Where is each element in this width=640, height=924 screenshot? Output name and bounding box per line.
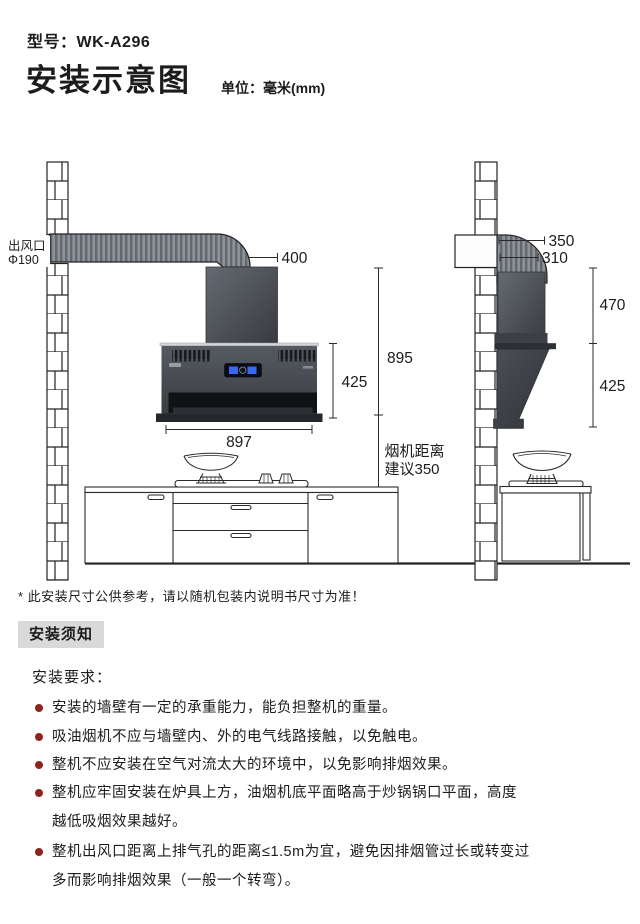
- hood-brand-logo: [169, 363, 181, 367]
- dim-total-height: 895: [387, 350, 413, 367]
- drawer-divider-lines: [172, 492, 309, 563]
- hood-vent-left: [172, 350, 211, 362]
- chimney-front: [205, 266, 278, 344]
- range-hood-side: [493, 333, 556, 429]
- duct-wall-passage: [454, 234, 499, 269]
- notice-title: 安装须知: [28, 626, 93, 643]
- door-handle: [147, 494, 165, 501]
- table-top: [499, 485, 592, 494]
- right-brick-wall: [474, 161, 498, 581]
- hood-side-lip: [494, 343, 556, 350]
- kitchen-cabinet: [84, 479, 399, 564]
- requirement-item: 安装的墙壁有一定的承重能力，能负担整机的重量。: [30, 694, 530, 723]
- exhaust-duct: [49, 233, 251, 268]
- display-digits-right: [247, 366, 257, 374]
- opening-inner-panel: [173, 407, 313, 413]
- front-dim-lines: [165, 267, 383, 487]
- countertop: [84, 486, 399, 494]
- page-title: 安装示意图: [26, 63, 191, 98]
- table-leg: [582, 492, 591, 561]
- unit-label: 单位：毫米(mm): [221, 80, 326, 96]
- hood-vent-right: [278, 350, 317, 362]
- requirement-text: 吸油烟机不应与墙壁内、外的电气线路接触，以免触电。: [52, 729, 427, 745]
- bullet-dot: [35, 789, 43, 797]
- requirements-label: 安装要求：: [32, 669, 113, 686]
- dim-duct-350: 350: [549, 233, 575, 250]
- requirement-item: 吸油烟机不应与墙壁内、外的电气线路接触，以免触电。: [30, 723, 530, 752]
- requirement-item: 整机应牢固安装在炉具上方，油烟机底平面略高于炒锅锅口平面，高度越低吸烟效果越好。: [30, 779, 530, 837]
- requirement-text: 整机应牢固安装在炉具上方，油烟机底平面略高于炒锅锅口平面，高度越低吸烟效果越好。: [52, 785, 517, 830]
- gas-burner-grate: [258, 473, 294, 484]
- left-brick-wall: [46, 161, 69, 581]
- wok-side-view: [512, 450, 572, 485]
- table-body: [501, 492, 581, 562]
- bullet-dot: [35, 733, 43, 741]
- requirement-text: 安装的墙壁有一定的承重能力，能负担整机的重量。: [52, 700, 397, 716]
- chimney-side: [497, 271, 546, 344]
- requirement-text: 整机不应安装在空气对流太大的环境中，以免影响排烟效果。: [52, 757, 457, 773]
- dim-hood-height-front: 425: [342, 374, 368, 391]
- footnote: * 此安装尺寸公供参考，请以随机包装内说明书尺寸为准！: [18, 589, 366, 604]
- dim-chimney-width: 400: [282, 250, 308, 267]
- hood-side-canopy: [494, 333, 548, 344]
- requirement-item: 整机出风口距离上排气孔的距离≤1.5m为宜，避免因排烟管过长或转变过多而影响排烟…: [30, 838, 530, 896]
- wok-front-view: [183, 452, 239, 484]
- requirement-item: 整机不应安装在空气对流太大的环境中，以免影响排烟效果。: [30, 751, 530, 780]
- requirement-text: 整机出风口距离上排气孔的距离≤1.5m为宜，避免因排烟管过长或转变过多而影响排烟…: [52, 844, 530, 889]
- hood-distance-label-line2: 建议350: [385, 461, 440, 478]
- dim-chimney-height-side: 470: [600, 297, 626, 314]
- side-dim-lines: [498, 236, 597, 428]
- range-hood-front: [156, 342, 323, 422]
- drawer-handle: [230, 532, 252, 539]
- cabinet-body: [84, 491, 399, 564]
- door-handle: [316, 494, 334, 501]
- notice-title-box: 安装须知: [18, 621, 104, 648]
- duct-elbow-side: [496, 234, 548, 284]
- bullet-dot: [35, 848, 43, 856]
- model-number: 型号：WK-A296: [27, 34, 151, 51]
- dim-hood-height-side: 425: [600, 378, 626, 395]
- side-table: [499, 480, 592, 562]
- hood-top-edge: [159, 342, 319, 347]
- cooktop-base: [174, 479, 309, 488]
- outlet-label-line2: Φ190: [8, 253, 39, 267]
- display-knob: [239, 366, 247, 374]
- bullet-dot: [35, 761, 43, 769]
- drawer-handle: [230, 504, 252, 511]
- hood-distance-label-line1: 烟机距离: [385, 443, 445, 460]
- outlet-label-backdrop: [5, 236, 50, 267]
- dim-hood-width: 897: [226, 434, 252, 451]
- hood-model-text: [303, 366, 313, 369]
- hood-side-wedge: [493, 348, 550, 429]
- dim-duct-310: 310: [542, 250, 568, 267]
- hood-bottom-lip: [156, 413, 323, 422]
- bullet-dot: [35, 704, 43, 712]
- outlet-label-line1: 出风口: [8, 239, 46, 253]
- display-digits-left: [229, 366, 238, 374]
